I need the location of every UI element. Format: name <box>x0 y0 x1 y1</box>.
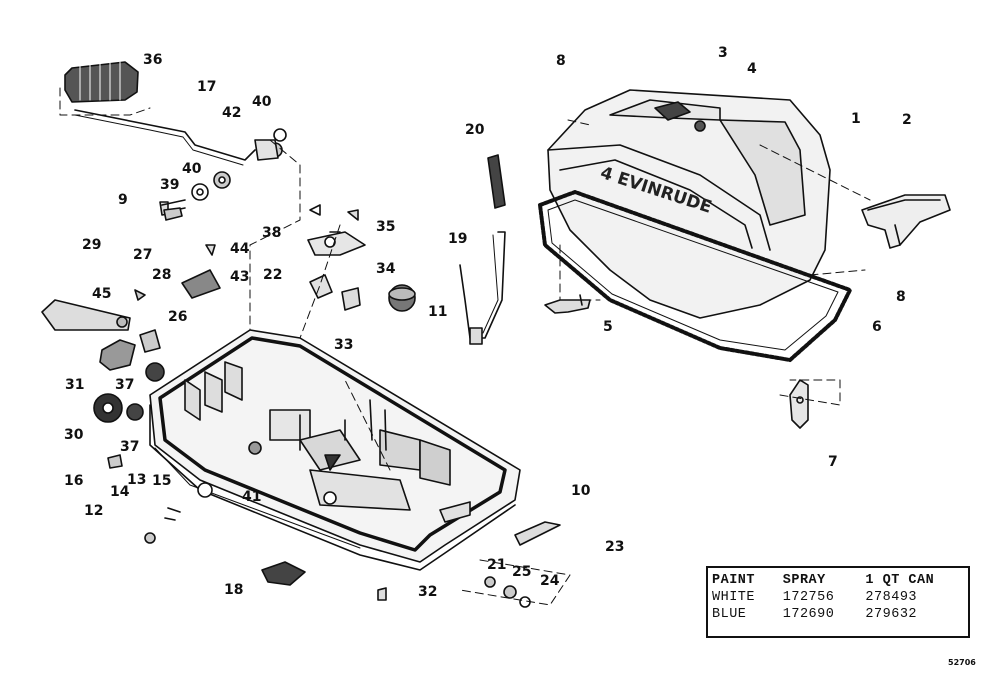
grip-36 <box>64 61 139 103</box>
callout-14: 14 <box>110 484 130 500</box>
callout-24: 24 <box>540 573 560 589</box>
callout-34: 34 <box>376 261 396 277</box>
part-5-latch <box>544 294 591 314</box>
callout-29: 29 <box>82 237 102 253</box>
callout-43: 43 <box>230 269 250 285</box>
small-parts-cluster <box>41 128 561 608</box>
callout-37: 37 <box>115 377 135 393</box>
paint-table-row: WHITE 172756 278493 <box>708 589 968 606</box>
paint-table-header-row: PAINT SPRAY 1 QT CAN <box>708 572 968 589</box>
callout-10: 10 <box>571 483 591 499</box>
callout-40: 40 <box>182 161 202 177</box>
callout-16: 16 <box>64 473 84 489</box>
callout-20: 20 <box>465 122 485 138</box>
paint-table-header: 1 QT CAN <box>865 573 935 588</box>
callout-12: 12 <box>84 503 104 519</box>
paint-table: PAINT SPRAY 1 QT CAN WHITE 172756 278493… <box>706 566 970 638</box>
leader-lines <box>59 87 871 606</box>
callout-41: 41 <box>242 489 262 505</box>
paint-color: WHITE <box>712 590 756 605</box>
callout-15: 15 <box>152 473 172 489</box>
callout-30: 30 <box>64 427 84 443</box>
callout-2: 2 <box>902 112 912 128</box>
callout-7: 7 <box>828 454 838 470</box>
callout-4: 4 <box>747 61 757 77</box>
callout-40: 40 <box>252 94 272 110</box>
spray-part-number: 172690 <box>782 607 835 622</box>
callout-35: 35 <box>376 219 396 235</box>
callout-31: 31 <box>65 377 85 393</box>
callout-39: 39 <box>160 177 180 193</box>
paint-table-header: SPRAY <box>782 573 826 588</box>
callout-27: 27 <box>133 247 153 263</box>
callout-25: 25 <box>512 564 532 580</box>
callout-5: 5 <box>603 319 613 335</box>
callout-3: 3 <box>718 45 728 61</box>
can-part-number: 278493 <box>865 590 918 605</box>
throttle-link-17 <box>74 109 256 166</box>
callout-32: 32 <box>418 584 438 600</box>
drawing-code: 52706 <box>948 658 976 667</box>
callout-1: 1 <box>851 111 861 127</box>
callout-42: 42 <box>222 105 242 121</box>
callout-36: 36 <box>143 52 163 68</box>
callout-19: 19 <box>448 231 468 247</box>
paint-table-header: PAINT <box>712 573 756 588</box>
callout-38: 38 <box>262 225 282 241</box>
callout-44: 44 <box>230 241 250 257</box>
callout-9: 9 <box>118 192 128 208</box>
callout-45: 45 <box>92 286 112 302</box>
cover-seal <box>538 190 852 362</box>
callout-8: 8 <box>556 53 566 69</box>
can-part-number: 279632 <box>865 607 918 622</box>
callout-11: 11 <box>428 304 448 320</box>
callout-17: 17 <box>197 79 217 95</box>
callout-26: 26 <box>168 309 188 325</box>
paint-color: BLUE <box>712 607 747 622</box>
paint-table-row: BLUE 172690 279632 <box>708 606 968 623</box>
callout-22: 22 <box>263 267 283 283</box>
engine-cover <box>547 89 831 319</box>
callout-33: 33 <box>334 337 354 353</box>
callout-13: 13 <box>127 472 147 488</box>
lower-motor-cover <box>149 329 521 571</box>
callout-8: 8 <box>896 289 906 305</box>
part-2-cover-cap <box>861 194 951 249</box>
callout-23: 23 <box>605 539 625 555</box>
callout-6: 6 <box>872 319 882 335</box>
fuel-line-19-20 <box>459 154 506 345</box>
spray-part-number: 172756 <box>782 590 835 605</box>
callout-28: 28 <box>152 267 172 283</box>
part-7-bracket <box>789 379 809 429</box>
callout-37: 37 <box>120 439 140 455</box>
callout-21: 21 <box>487 557 507 573</box>
callout-18: 18 <box>224 582 244 598</box>
